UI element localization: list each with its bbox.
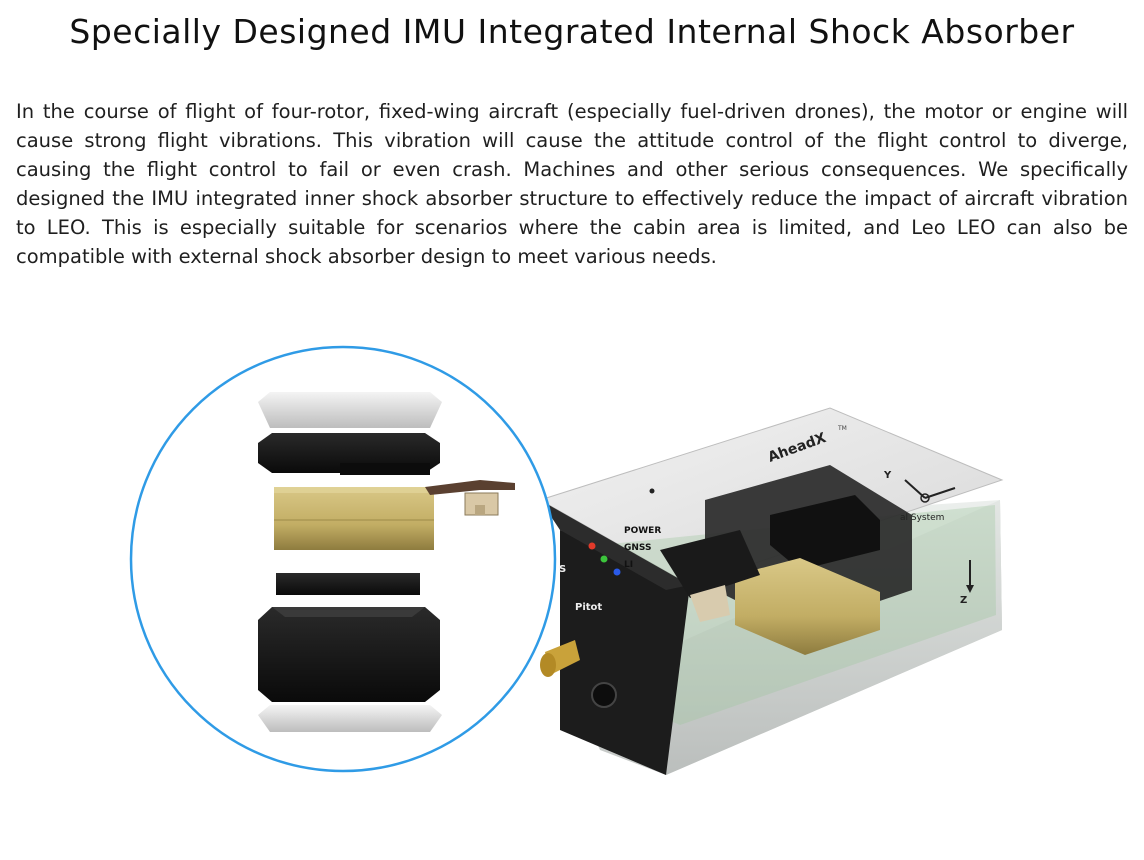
- link-led: [613, 568, 621, 576]
- product-illustration: AheadX TM POWER GNSS LI Pitot S Y Z al S…: [129, 345, 1004, 775]
- description-paragraph: In the course of flight of four-rotor, f…: [16, 100, 1128, 268]
- power-led: [588, 542, 596, 550]
- flight-controller-device: [538, 407, 1004, 775]
- round-port: [591, 682, 617, 708]
- led-label-gnss: GNSS: [624, 543, 651, 553]
- led-label-link: LI: [624, 560, 633, 570]
- axis-z-label: Z: [960, 595, 967, 606]
- side-label-partial: S: [559, 564, 566, 575]
- bottom-black-housing: [258, 607, 440, 702]
- axis-y-label: Y: [883, 470, 892, 481]
- axis-diagram: [904, 479, 974, 593]
- led-label-power: POWER: [624, 526, 661, 536]
- coordinate-system-label: al System: [900, 513, 944, 523]
- device-end-cap: [560, 530, 690, 775]
- imu-gold-box: [735, 558, 880, 655]
- trademark-mark: TM: [837, 425, 847, 432]
- magnifier-circle-bg: [131, 347, 555, 771]
- middle-spacer: [276, 573, 420, 595]
- imu-module-window: [770, 495, 880, 570]
- exploded-view: [258, 392, 515, 732]
- page-title: Specially Designed IMU Integrated Intern…: [69, 12, 1075, 51]
- gnss-led: [600, 555, 608, 563]
- ribbon-cable: [660, 530, 760, 598]
- gold-imu-block: [274, 487, 434, 550]
- port-label-pitot: Pitot: [575, 602, 602, 613]
- bottom-damper-cap: [258, 705, 442, 732]
- top-damper-cap: [258, 392, 442, 428]
- flex-cable: [425, 480, 515, 495]
- magnifier-circle-border: [129, 345, 557, 773]
